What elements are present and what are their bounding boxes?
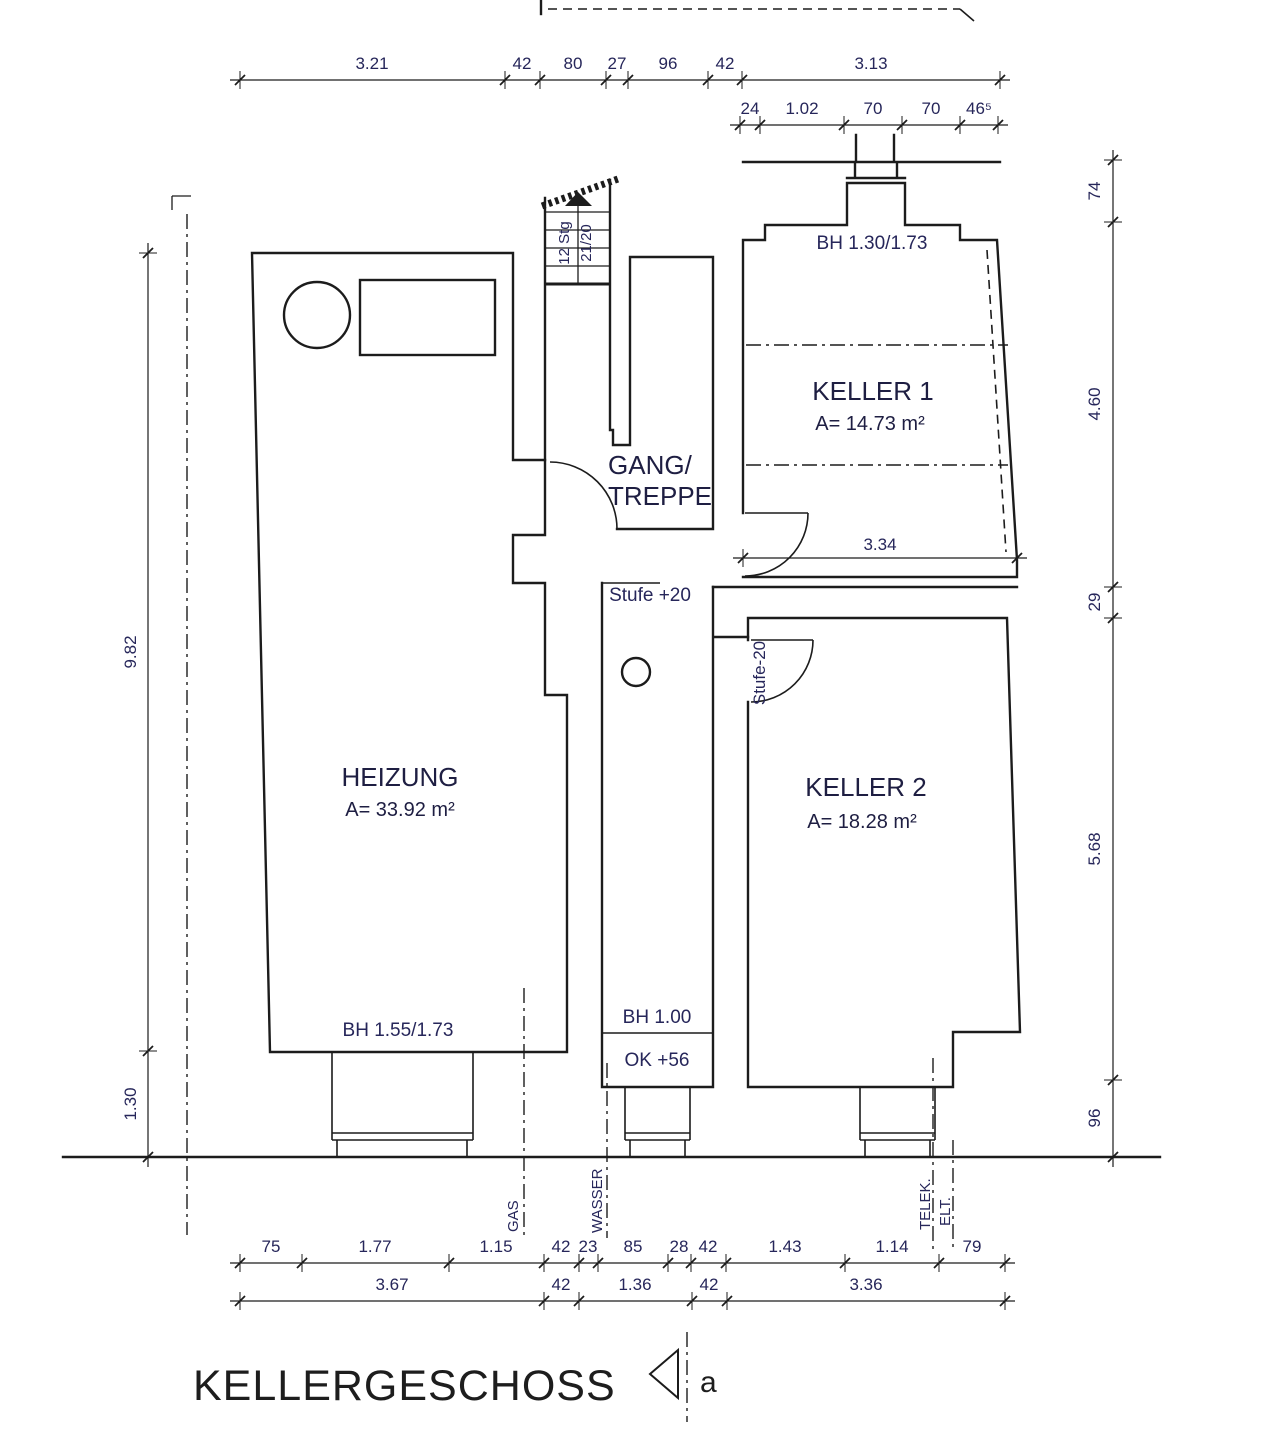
stair-ratio-label: 21/20 xyxy=(578,224,595,262)
dim-chain-keller1-width xyxy=(733,549,1027,567)
dim-label: 1.43 xyxy=(768,1237,801,1256)
room-label-gang-1: GANG/ xyxy=(608,450,693,480)
dim-label: 80 xyxy=(564,54,583,73)
bh-label-keller1: BH 1.30/1.73 xyxy=(817,233,928,254)
room-label-keller2: KELLER 2 xyxy=(805,772,926,802)
dim-label: 4.60 xyxy=(1085,387,1104,420)
dim-label: 70 xyxy=(922,99,941,118)
dim-label: 96 xyxy=(1085,1109,1104,1128)
dim-label: 27 xyxy=(608,54,627,73)
title-block: KELLERGESCHOSS a xyxy=(193,1332,717,1422)
dim-label: 3.36 xyxy=(849,1275,882,1294)
window-bays xyxy=(331,1053,936,1157)
doors xyxy=(549,461,814,703)
ok-label-gang: OK +56 xyxy=(625,1050,690,1071)
dim-label: 42 xyxy=(552,1237,571,1256)
dim-chain-left xyxy=(139,243,157,1167)
stair-risers-label: 12 Stg xyxy=(556,221,573,264)
dim-label: 1.30 xyxy=(121,1087,140,1120)
dim-label: 42 xyxy=(716,54,735,73)
service-labels: GAS WASSER TELEK. ELT. xyxy=(505,1168,954,1233)
dim-label: 85 xyxy=(624,1237,643,1256)
dim-label: 46⁵ xyxy=(966,99,992,118)
dim-label: 70 xyxy=(864,99,883,118)
gas-label: GAS xyxy=(505,1200,522,1232)
section-letter: a xyxy=(700,1366,717,1399)
dim-label: 42 xyxy=(700,1275,719,1294)
room-label-keller1: KELLER 1 xyxy=(812,376,933,406)
dim-label: 42 xyxy=(699,1237,718,1256)
dim-label: 28 xyxy=(670,1237,689,1256)
dim-label-keller1-width: 3.34 xyxy=(863,535,896,554)
room-label-gang-2: TREPPE xyxy=(608,481,712,511)
dim-label: 3.21 xyxy=(355,54,388,73)
dimension-labels: 3.21 42 80 27 96 42 3.13 24 1.02 70 70 4… xyxy=(121,54,1104,1294)
stair-treads xyxy=(545,196,610,284)
bh-label-gang: BH 1.00 xyxy=(623,1007,692,1028)
room-labels: HEIZUNG A= 33.92 m² BH 1.55/1.73 GANG/ T… xyxy=(342,221,934,1071)
room-area-keller1: A= 14.73 m² xyxy=(815,413,925,435)
dim-chain-top-1 xyxy=(230,71,1010,89)
dim-label: 75 xyxy=(262,1237,281,1256)
dim-label: 3.13 xyxy=(854,54,887,73)
dim-label: 1.77 xyxy=(358,1237,391,1256)
door-arc-stair xyxy=(549,461,618,530)
dim-label: 96 xyxy=(659,54,678,73)
axis-lines xyxy=(171,195,954,1252)
keller2-walls xyxy=(746,616,1022,1089)
dim-chain-bottom-2 xyxy=(230,1292,1015,1310)
dim-label: 74 xyxy=(1085,182,1104,201)
stair-corridor-walls xyxy=(543,178,750,1089)
equipment xyxy=(282,278,652,688)
dim-label: 79 xyxy=(963,1237,982,1256)
heizung-outline xyxy=(250,251,569,1054)
walls xyxy=(61,133,1162,1159)
dim-label: 42 xyxy=(513,54,532,73)
door-arc-keller2 xyxy=(750,639,814,703)
dim-label: 1.14 xyxy=(875,1237,908,1256)
dim-label: 24 xyxy=(741,99,760,118)
stair-direction-arrow xyxy=(565,192,592,206)
stufe-up-label: Stufe +20 xyxy=(609,585,691,606)
dim-label: 1.02 xyxy=(785,99,818,118)
dim-label: 23 xyxy=(579,1237,598,1256)
section-marker-icon xyxy=(648,1347,679,1401)
reference-lines xyxy=(746,249,1008,553)
dim-label: 1.36 xyxy=(618,1275,651,1294)
dim-chain-right xyxy=(1104,150,1122,1167)
dim-label: 29 xyxy=(1085,593,1104,612)
dim-label: 42 xyxy=(552,1275,571,1294)
dim-chain-top-2 xyxy=(730,116,1008,134)
equipment-rect xyxy=(358,278,497,357)
room-area-keller2: A= 18.28 m² xyxy=(807,811,917,833)
dim-label: 5.68 xyxy=(1085,832,1104,865)
page-title: KELLERGESCHOSS xyxy=(193,1362,616,1410)
dim-label: 9.82 xyxy=(121,635,140,668)
room-area-heizung: A= 33.92 m² xyxy=(345,799,455,821)
bh-label-heizung: BH 1.55/1.73 xyxy=(343,1020,454,1041)
door-arc-keller1 xyxy=(744,512,809,577)
keller1-walls xyxy=(711,133,1019,589)
dim-label: 1.15 xyxy=(479,1237,512,1256)
door-leafs xyxy=(745,512,813,641)
staircase xyxy=(540,175,620,286)
corridor-detail-lines xyxy=(602,582,713,1034)
drain-circle xyxy=(620,656,652,688)
wasser-label: WASSER xyxy=(589,1168,606,1233)
top-dashed-outline xyxy=(539,0,975,22)
telek-label: TELEK. xyxy=(917,1178,934,1230)
dim-label: 3.67 xyxy=(375,1275,408,1294)
dim-chain-bottom-1 xyxy=(230,1254,1015,1272)
stufe-down-label: Stufe-20 xyxy=(750,641,769,705)
room-label-heizung: HEIZUNG xyxy=(342,762,459,792)
elt-label: ELT. xyxy=(937,1197,954,1226)
boiler-circle xyxy=(282,280,352,350)
